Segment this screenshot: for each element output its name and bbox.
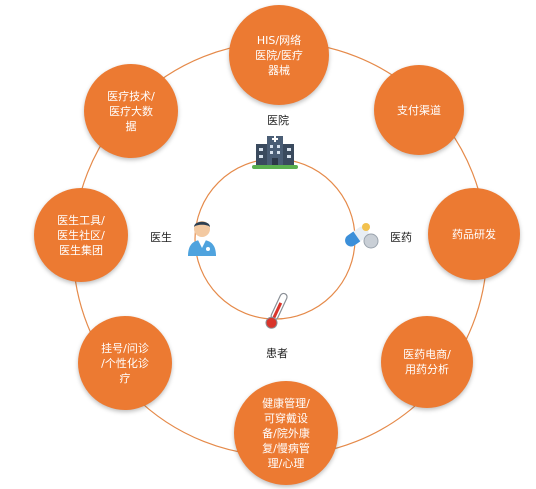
node-label: 医疗技术/ 医疗大数 据 <box>107 89 155 133</box>
label-patient: 患者 <box>266 347 288 360</box>
node-medical-tech-bigdata: 医疗技术/ 医疗大数 据 <box>84 64 178 158</box>
node-label: 药品研发 <box>452 227 496 241</box>
node-label: 医生工具/ 医生社区/ 医生集团 <box>57 213 105 257</box>
node-label: HIS/网络 医院/医疗 器械 <box>255 33 303 77</box>
node-payment-channels: 支付渠道 <box>374 65 464 155</box>
node-his-hospital-devices: HIS/网络 医院/医疗 器械 <box>229 5 329 105</box>
node-health-management: 健康管理/ 可穿戴设 备/院外康 复/慢病管 理/心理 <box>234 381 338 485</box>
node-label: 支付渠道 <box>397 103 441 117</box>
node-drug-rnd: 药品研发 <box>428 188 520 280</box>
thermometer-icon <box>265 292 288 329</box>
hospital-building-icon <box>252 136 298 169</box>
node-registration-consult: 挂号/问诊 /个性化诊 疗 <box>78 316 172 410</box>
node-label: 健康管理/ 可穿戴设 备/院外康 复/慢病管 理/心理 <box>262 396 310 470</box>
node-label: 挂号/问诊 /个性化诊 疗 <box>101 341 149 385</box>
pills-icon <box>345 223 379 249</box>
node-doctor-tools: 医生工具/ 医生社区/ 医生集团 <box>34 188 128 282</box>
label-doctor: 医生 <box>150 231 172 244</box>
label-pharmacy: 医药 <box>390 231 412 244</box>
node-label: 医药电商/ 用药分析 <box>403 348 451 376</box>
doctor-avatar-icon <box>188 221 216 256</box>
label-hospital: 医院 <box>267 114 289 127</box>
node-pharma-ecommerce: 医药电商/ 用药分析 <box>381 316 473 408</box>
